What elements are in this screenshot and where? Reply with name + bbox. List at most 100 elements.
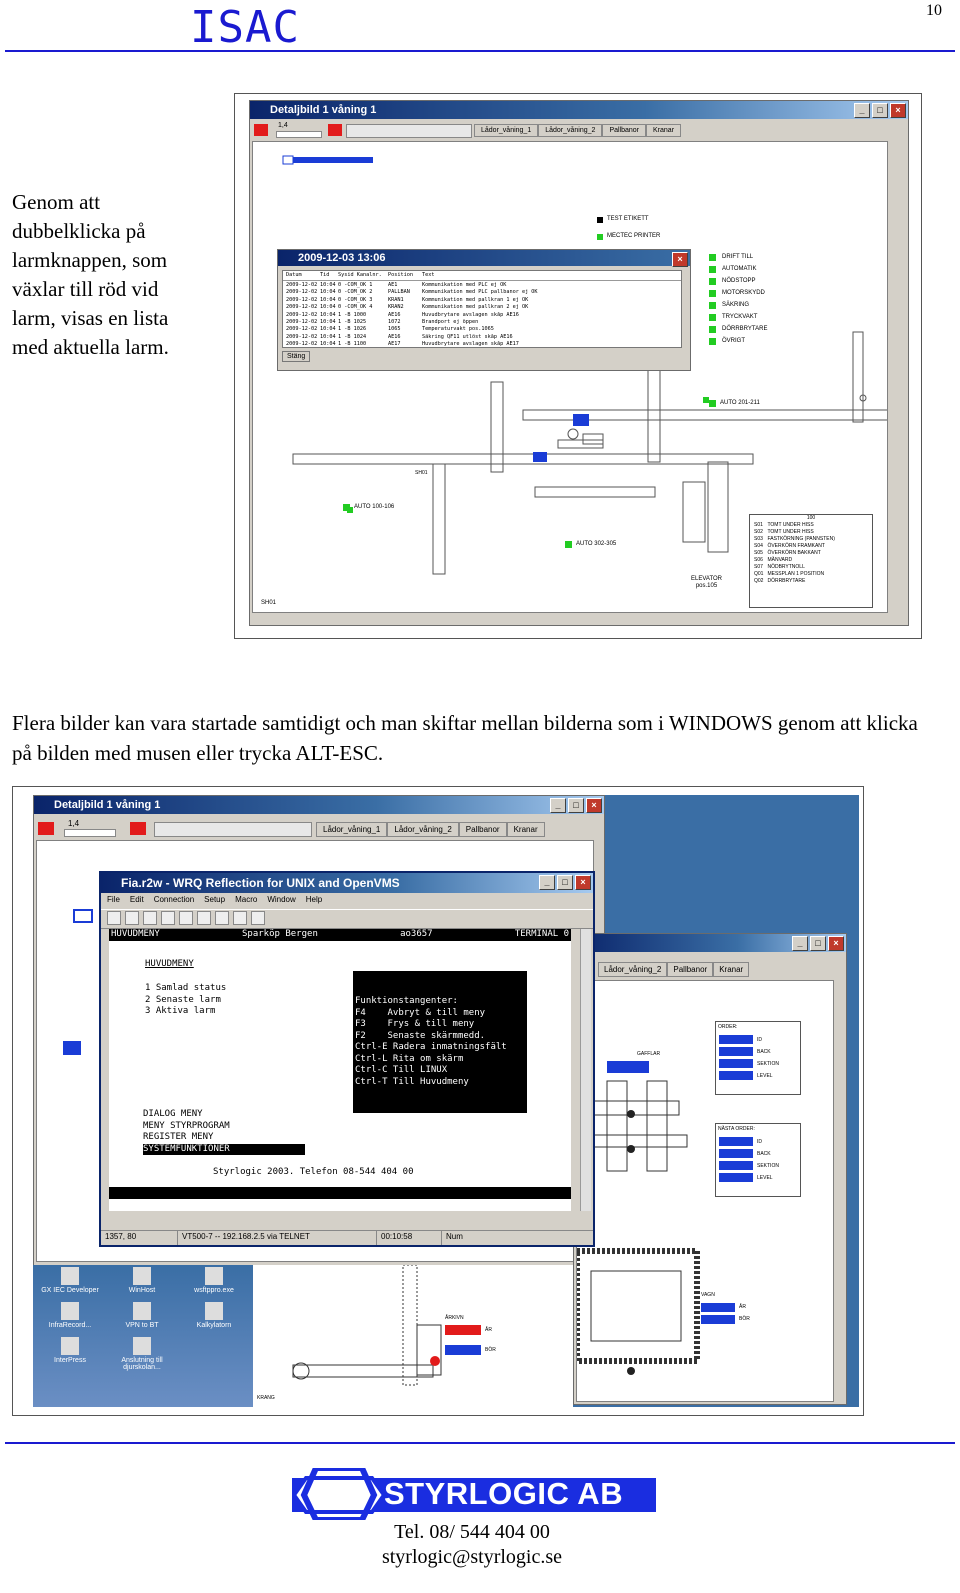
menu-file[interactable]: File [107, 895, 120, 904]
tab-kranar[interactable]: Kranar [713, 962, 750, 977]
menu-edit[interactable]: Edit [129, 895, 144, 904]
alarm-button-red[interactable] [254, 124, 268, 136]
desktop-icon[interactable]: WinHost [107, 1267, 177, 1294]
desktop-icon[interactable]: wsftppro.exe [179, 1267, 249, 1294]
mid-window-titlebar[interactable]: _□× [574, 934, 846, 952]
close-icon[interactable]: × [575, 875, 591, 890]
blue-marker [73, 909, 93, 923]
tab-pallbanor[interactable]: Pallbanor [667, 962, 714, 977]
desktop-icon[interactable]: Anslutning till djurskolan... [107, 1337, 177, 1371]
desktop-icon[interactable]: VPN to BT [107, 1302, 177, 1329]
open-icon[interactable] [125, 911, 139, 925]
tab-ladvan1[interactable]: Lådor_våning_1 [474, 124, 539, 137]
zoom-slider[interactable] [64, 829, 116, 837]
bottom-drawing: ÅRKIVN ÅR BÖR KRANG [253, 1265, 573, 1407]
find-icon[interactable] [179, 911, 193, 925]
detail-window-titlebar[interactable]: Detaljbild 1 våning 1 _ □ × [250, 101, 908, 119]
menu-macro[interactable]: Macro [235, 895, 258, 904]
alarm-dialog-titlebar[interactable]: 2009-12-03 13:06 × [278, 250, 690, 267]
terminal-menu-item[interactable]: 1 Samlad status [145, 983, 227, 993]
status-item: NÖDSTOPP [722, 278, 756, 284]
print-icon[interactable] [161, 911, 175, 925]
gaffel-label: GAFFLAR [637, 1051, 661, 1057]
zoom-slider[interactable] [276, 131, 322, 138]
intro-line: larmknappen, som [12, 248, 168, 272]
tab-ladvan2[interactable]: Lådor_våning_2 [387, 822, 459, 837]
alarm-indicator[interactable] [328, 124, 342, 136]
submenu-item-selected[interactable]: SYSTEMFUNKTIONER [143, 1143, 305, 1155]
play-icon[interactable] [215, 911, 229, 925]
menu-connection[interactable]: Connection [153, 895, 195, 904]
tab-pallbanor[interactable]: Pallbanor [602, 124, 647, 137]
order-panel: ORDER: ID BACK SEKTION LEVEL [715, 1021, 801, 1095]
menu-help[interactable]: Help [305, 895, 323, 904]
view-tabs: Lådor_våning_1 Lådor_våning_2 Pallbanor … [316, 822, 545, 837]
terminal-scrollbar[interactable] [580, 929, 591, 1211]
maximize-icon[interactable]: □ [568, 798, 584, 813]
close-icon[interactable]: × [672, 252, 688, 267]
minimize-icon[interactable]: _ [550, 798, 566, 813]
close-icon[interactable]: × [828, 936, 844, 951]
company-name: STYRLOGIC AB [384, 1476, 624, 1511]
terminal-title: Fia.r2w - WRQ Reflection for UNIX and Op… [121, 876, 400, 890]
screenshot-1-frame: Detaljbild 1 våning 1 _ □ × 1,4 Lådor_vå… [234, 93, 922, 639]
maximize-icon[interactable]: □ [872, 103, 888, 118]
crane-canvas: GAFFLAR ORDER: ID BACK SEKTION LEVEL NÄS… [576, 980, 834, 1402]
corner-label: SH01 [261, 600, 277, 606]
close-icon[interactable]: × [586, 798, 602, 813]
desktop-icon[interactable]: InfraRecord... [35, 1302, 105, 1329]
help-icon[interactable] [251, 911, 265, 925]
close-icon[interactable]: × [890, 103, 906, 118]
submenu-item[interactable]: MENY STYRPROGRAM [143, 1120, 230, 1131]
minimize-icon[interactable]: _ [792, 936, 808, 951]
terminal-menu: 1 Samlad status 2 Senaste larm 3 Aktiva … [145, 983, 226, 1018]
tab-kranar[interactable]: Kranar [506, 822, 545, 837]
zoom-value: 1,4 [278, 122, 288, 129]
email[interactable]: styrlogic@styrlogic.se [381, 1546, 563, 1568]
tab-ladvan2[interactable]: Lådor_våning_2 [538, 124, 603, 137]
alarm-button-red[interactable] [38, 822, 54, 835]
record-icon[interactable] [233, 911, 247, 925]
terminal-menu-item[interactable]: 2 Senaste larm [145, 994, 221, 1005]
back-toolbar: 1,4 Lådor_våning_1 Lådor_våning_2 Pallba… [34, 818, 604, 838]
submenu-item[interactable]: DIALOG MENY [143, 1109, 203, 1119]
tab-kranar[interactable]: Kranar [646, 124, 682, 137]
submenu-item[interactable]: REGISTER MENY [143, 1132, 214, 1142]
alarm-indicator[interactable] [130, 822, 146, 835]
minimize-icon[interactable]: _ [539, 875, 555, 890]
desktop-icon[interactable]: GX IEC Developer [35, 1267, 105, 1294]
terminal-menu-item[interactable]: 3 Aktiva larm [145, 1006, 216, 1016]
tab-ladvan1[interactable]: Lådor_våning_1 [316, 822, 388, 837]
tab-pallbanor[interactable]: Pallbanor [458, 822, 507, 837]
back-window-titlebar[interactable]: Detaljbild 1 våning 1 _□× [34, 796, 604, 814]
close-alarm-button[interactable]: Stäng [282, 351, 311, 362]
menu-setup[interactable]: Setup [204, 895, 226, 904]
terminal-screen[interactable]: HUVUDMENY Sparköp Bergen ao3657 TERMINAL… [109, 929, 571, 1211]
desktop-icon[interactable]: InterPress [35, 1337, 105, 1371]
maximize-icon[interactable]: □ [557, 875, 573, 890]
minimize-icon[interactable]: _ [854, 103, 870, 118]
menu-window[interactable]: Window [267, 895, 296, 904]
status-item: ÖVRIGT [722, 338, 746, 344]
new-icon[interactable] [107, 911, 121, 925]
screenshot-2-frame: Detaljbild 1 våning 1 _□× 1,4 Lådor_våni… [12, 786, 864, 1416]
save-icon[interactable] [143, 911, 157, 925]
terminal-titlebar[interactable]: Fia.r2w - WRQ Reflection for UNIX and Op… [101, 873, 593, 893]
maximize-icon[interactable]: □ [810, 936, 826, 951]
tab-ladvan2[interactable]: Lådor_våning_2 [598, 962, 668, 977]
terminal-footer-text: Styrlogic 2003. Telefon 08-544 404 00 [213, 1167, 414, 1177]
desktop-icon[interactable]: Kalkylatorn [179, 1302, 249, 1329]
connect-icon[interactable] [197, 911, 211, 925]
